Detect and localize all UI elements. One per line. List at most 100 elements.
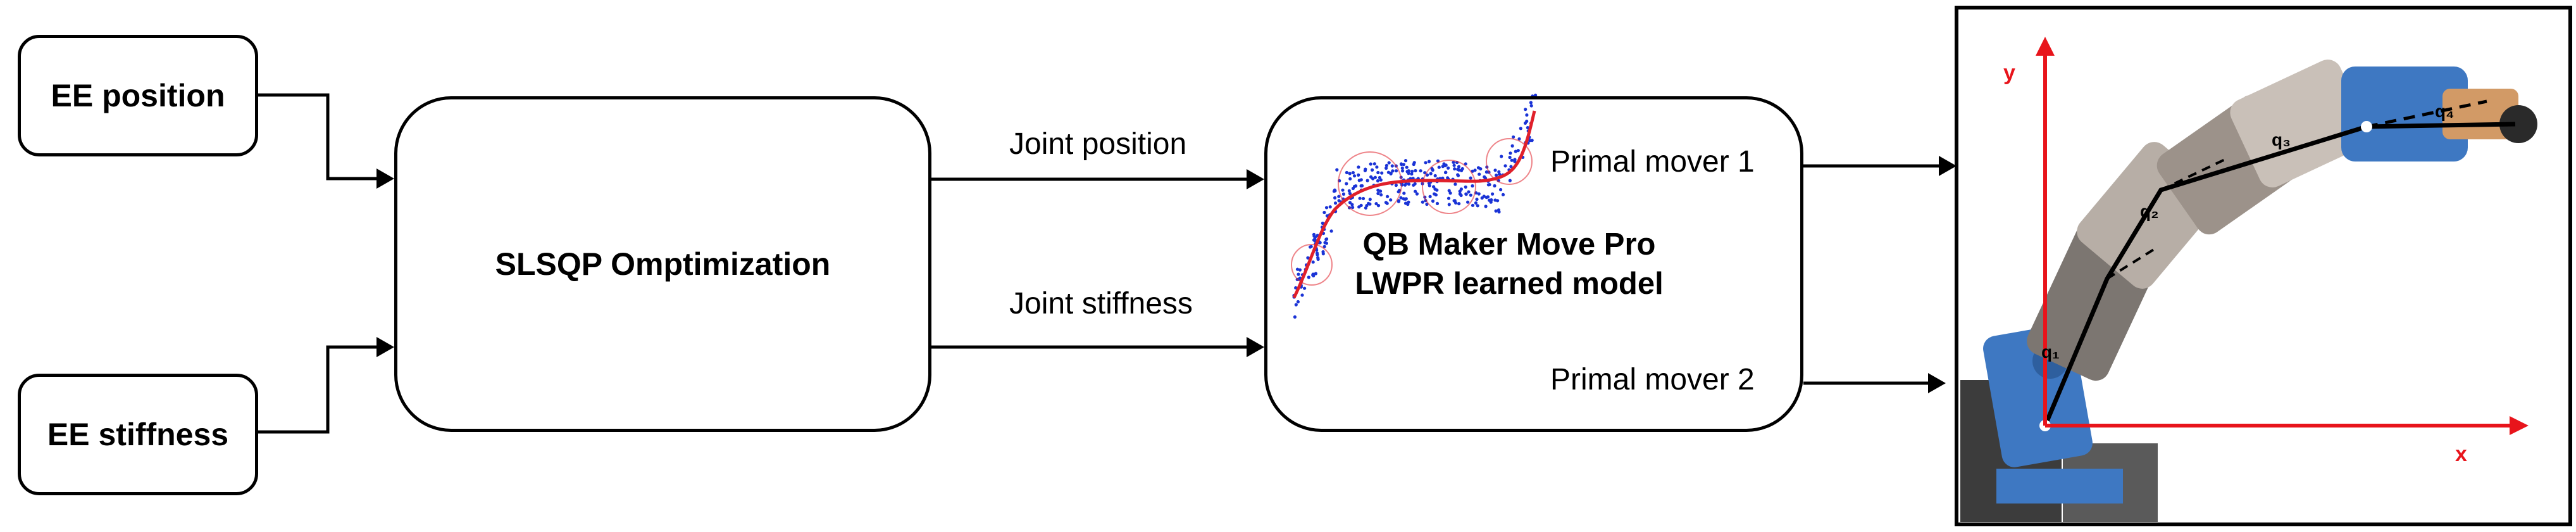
scatter-point bbox=[1348, 172, 1352, 175]
learned-model-box bbox=[1264, 96, 1803, 432]
scatter-point bbox=[1512, 135, 1515, 139]
scatter-point bbox=[1306, 256, 1310, 260]
arrow-primal-mover-1 bbox=[1803, 156, 1957, 176]
lwpr-receptive-fields bbox=[1291, 138, 1533, 286]
arrow-joint-stiffness bbox=[931, 337, 1264, 357]
primal-mover-2-label: Primal mover 2 bbox=[1550, 363, 1755, 396]
model-title-line-1: QB Maker Move Pro bbox=[1362, 227, 1656, 262]
scatter-point bbox=[1452, 199, 1456, 203]
scatter-point bbox=[1312, 238, 1316, 242]
scatter-point bbox=[1389, 171, 1393, 175]
scatter-point bbox=[1300, 293, 1304, 297]
scatter-point bbox=[1328, 205, 1332, 209]
scatter-point bbox=[1316, 253, 1319, 256]
ee-stiffness-label: EE stiffness bbox=[47, 417, 229, 452]
scatter-point bbox=[1307, 276, 1310, 279]
scatter-point bbox=[1473, 168, 1477, 172]
scatter-point bbox=[1493, 168, 1497, 172]
scatter-point bbox=[1296, 300, 1300, 304]
scatter-point bbox=[1464, 192, 1468, 196]
scatter-point bbox=[1516, 149, 1520, 153]
scatter-point bbox=[1433, 174, 1437, 178]
scatter-point bbox=[1359, 178, 1363, 182]
scatter-point bbox=[1294, 303, 1298, 307]
scatter-point bbox=[1345, 182, 1348, 186]
optimizer-box: SLSQP Omptimization bbox=[394, 96, 931, 432]
scatter-point bbox=[1391, 169, 1395, 173]
scatter-point bbox=[1402, 197, 1405, 201]
lwpr-fit-curve bbox=[1292, 110, 1536, 299]
scatter-point bbox=[1293, 315, 1297, 319]
scatter-point bbox=[1376, 179, 1380, 183]
scatter-point bbox=[1379, 178, 1383, 182]
scatter-point bbox=[1476, 204, 1479, 208]
scatter-point bbox=[1457, 165, 1461, 168]
scatter-point bbox=[1427, 160, 1431, 163]
scatter-point bbox=[1499, 187, 1503, 192]
scatter-point bbox=[1374, 202, 1378, 206]
scatter-point bbox=[1357, 173, 1360, 177]
scatter-point bbox=[1352, 174, 1357, 178]
scatter-point bbox=[1386, 194, 1390, 198]
scatter-point bbox=[1303, 286, 1307, 290]
scatter-point bbox=[1400, 166, 1404, 170]
scatter-point bbox=[1407, 200, 1410, 204]
joint-q1-label: q₁ bbox=[2041, 342, 2060, 362]
scatter-point bbox=[1523, 121, 1528, 125]
scatter-point bbox=[1510, 144, 1514, 148]
scatter-point bbox=[1368, 198, 1372, 201]
arrow-ee-stiffness-to-optimizer bbox=[258, 337, 394, 434]
scatter-point bbox=[1525, 113, 1529, 117]
scatter-point bbox=[1478, 172, 1481, 176]
scatter-point bbox=[1316, 257, 1320, 261]
scatter-point bbox=[1477, 192, 1481, 196]
scatter-point bbox=[1347, 189, 1351, 193]
scatter-point bbox=[1373, 175, 1377, 179]
scatter-point bbox=[1448, 191, 1452, 195]
scatter-point bbox=[1361, 196, 1366, 201]
scatter-point bbox=[1357, 165, 1360, 169]
scatter-point bbox=[1376, 204, 1381, 208]
scatter-point bbox=[1466, 200, 1470, 204]
scatter-point bbox=[1495, 174, 1498, 177]
scatter-point bbox=[1384, 201, 1388, 205]
scatter-point bbox=[1322, 210, 1326, 215]
scatter-point bbox=[1333, 201, 1338, 205]
scatter-point bbox=[1452, 163, 1456, 167]
scatter-point bbox=[1433, 187, 1437, 191]
scatter-point bbox=[1397, 190, 1400, 194]
scatter-point bbox=[1447, 189, 1451, 193]
scatter-point bbox=[1368, 202, 1372, 206]
scatter-point bbox=[1427, 181, 1431, 185]
scatter-point bbox=[1341, 188, 1345, 192]
scatter-point bbox=[1415, 192, 1419, 196]
scatter-point bbox=[1324, 206, 1329, 210]
scatter-point bbox=[1413, 182, 1417, 186]
scatter-point bbox=[1399, 196, 1403, 200]
scatter-point bbox=[1298, 268, 1302, 272]
scatter-point bbox=[1467, 190, 1471, 194]
scatter-point bbox=[1369, 162, 1372, 166]
scatter-point bbox=[1400, 163, 1403, 167]
scatter-point bbox=[1329, 229, 1333, 233]
scatter-point bbox=[1437, 165, 1441, 169]
scatter-point bbox=[1452, 160, 1455, 164]
scatter-point bbox=[1457, 168, 1461, 172]
scatter-point bbox=[1471, 203, 1475, 207]
scatter-point bbox=[1479, 167, 1483, 171]
scatter-point bbox=[1359, 203, 1363, 207]
scatter-point bbox=[1471, 184, 1474, 188]
scatter-point bbox=[1376, 170, 1380, 175]
scatter-point bbox=[1517, 137, 1521, 141]
scatter-point bbox=[1394, 183, 1398, 187]
scatter-point bbox=[1519, 127, 1522, 130]
scatter-point bbox=[1313, 235, 1317, 239]
scatter-point bbox=[1297, 272, 1300, 276]
scatter-point bbox=[1530, 139, 1534, 142]
scatter-point bbox=[1433, 192, 1436, 196]
scatter-point bbox=[1403, 159, 1408, 163]
scatter-point bbox=[1375, 165, 1379, 169]
scatter-point bbox=[1453, 167, 1457, 171]
scatter-point bbox=[1376, 191, 1380, 196]
scatter-point bbox=[1358, 196, 1362, 200]
